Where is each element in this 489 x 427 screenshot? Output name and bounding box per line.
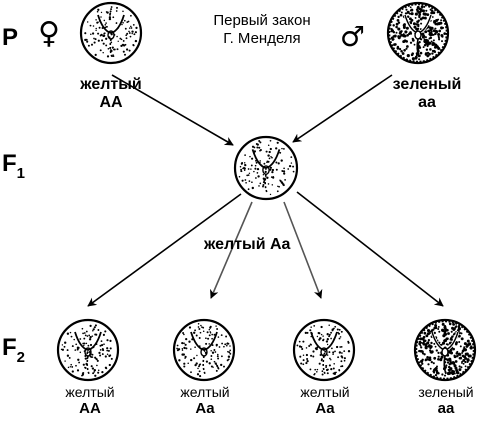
seed-f2-1	[56, 318, 120, 382]
f2-phenotype-4: зеленый	[418, 384, 474, 400]
f2-subscript: 2	[16, 349, 26, 366]
f1-label: желтый Aa	[204, 236, 344, 254]
diagram-title: Первый закон Г. Менделя	[192, 12, 332, 48]
title-line-2: Г. Менделя	[223, 30, 301, 47]
generation-label-f2: F2	[2, 334, 25, 366]
f2-phenotype-1: желтый	[65, 384, 115, 400]
f1-genotype: Aa	[269, 236, 291, 253]
f2-genotype-2: Aa	[195, 400, 215, 417]
parent-male-label: зеленый aa	[372, 76, 482, 112]
seed-f2-4	[413, 318, 477, 382]
male-symbol-icon: ♂	[340, 20, 366, 53]
seed-f2-2	[172, 318, 236, 382]
f2-genotype-4: aa	[437, 400, 455, 417]
arrow-male-to-f1	[292, 74, 393, 143]
f2-letter: F	[2, 334, 17, 361]
generation-label-p: P	[2, 24, 19, 51]
parent-female-label: желтый AA	[56, 76, 166, 112]
arrow-f1-to-f2-2	[210, 201, 253, 299]
f1-letter: F	[2, 150, 17, 177]
title-line-1: Первый закон	[213, 12, 311, 29]
arrow-female-to-f1	[111, 74, 234, 146]
f1-phenotype: желтый	[204, 236, 266, 253]
f2-label-4: зеленый aa	[396, 384, 489, 417]
f2-label-3: желтый Aa	[275, 384, 375, 417]
arrow-f1-to-f2-1	[87, 193, 242, 307]
f2-phenotype-2: желтый	[180, 384, 230, 400]
f1-subscript: 1	[16, 165, 26, 182]
seed-male-parent	[386, 1, 450, 65]
f2-genotype-3: Aa	[315, 400, 335, 417]
parent-male-genotype: aa	[418, 94, 436, 111]
arrow-f1-to-f2-4	[296, 191, 444, 307]
seed-f1	[233, 135, 299, 201]
f2-phenotype-3: желтый	[300, 384, 350, 400]
seed-f2-3	[292, 318, 356, 382]
f2-label-1: желтый AA	[40, 384, 140, 417]
seed-female-parent	[79, 1, 143, 65]
f2-label-2: желтый Aa	[155, 384, 255, 417]
generation-label-f1: F1	[2, 150, 25, 182]
f2-genotype-1: AA	[79, 400, 101, 417]
parent-male-phenotype: зеленый	[392, 76, 462, 93]
female-symbol-icon: ♀	[38, 16, 60, 51]
parent-female-genotype: AA	[99, 94, 123, 111]
parent-female-phenotype: желтый	[80, 76, 142, 93]
arrow-f1-to-f2-3	[283, 201, 323, 299]
